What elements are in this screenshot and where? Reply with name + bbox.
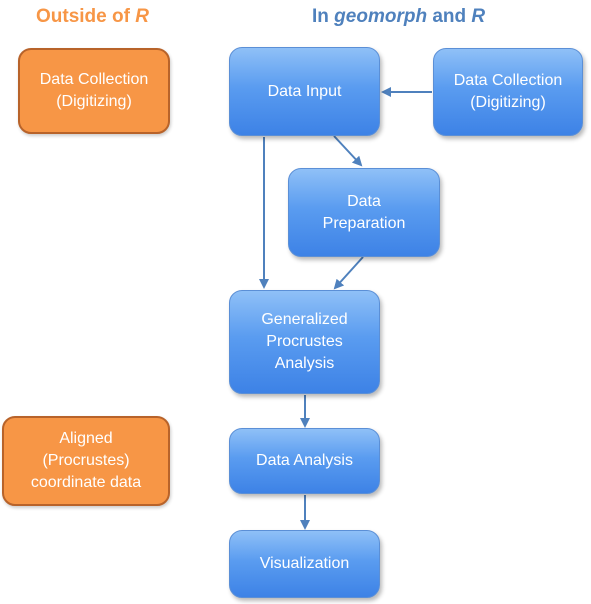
- box-data-input: Data Input: [229, 47, 380, 136]
- box-data-preparation: Data Preparation: [288, 168, 440, 257]
- heading-outside-prefix: Outside of: [36, 6, 136, 27]
- heading-inside-mid: and: [427, 6, 472, 27]
- box-data-collection-outside: Data Collection (Digitizing): [18, 48, 170, 134]
- box-visualization: Visualization: [229, 530, 380, 598]
- box-data-analysis: Data Analysis: [229, 428, 380, 494]
- heading-inside-geomorph: geomorph: [334, 6, 428, 27]
- arrow-input-to-preparation: [333, 135, 363, 167]
- heading-in-geomorph-and-r: In geomorph and R: [312, 6, 485, 28]
- box-data-collection-inside: Data Collection (Digitizing): [433, 48, 583, 136]
- box-aligned-coordinate-data: Aligned (Procrustes) coordinate data: [2, 416, 170, 506]
- heading-inside-r: R: [471, 6, 486, 27]
- heading-outside-r: R: [135, 6, 149, 27]
- heading-outside-of-r: Outside of R: [36, 6, 149, 28]
- heading-inside-prefix: In: [312, 6, 335, 27]
- box-generalized-procrustes-analysis: Generalized Procrustes Analysis: [229, 290, 380, 394]
- arrow-preparation-to-gpa: [333, 256, 364, 290]
